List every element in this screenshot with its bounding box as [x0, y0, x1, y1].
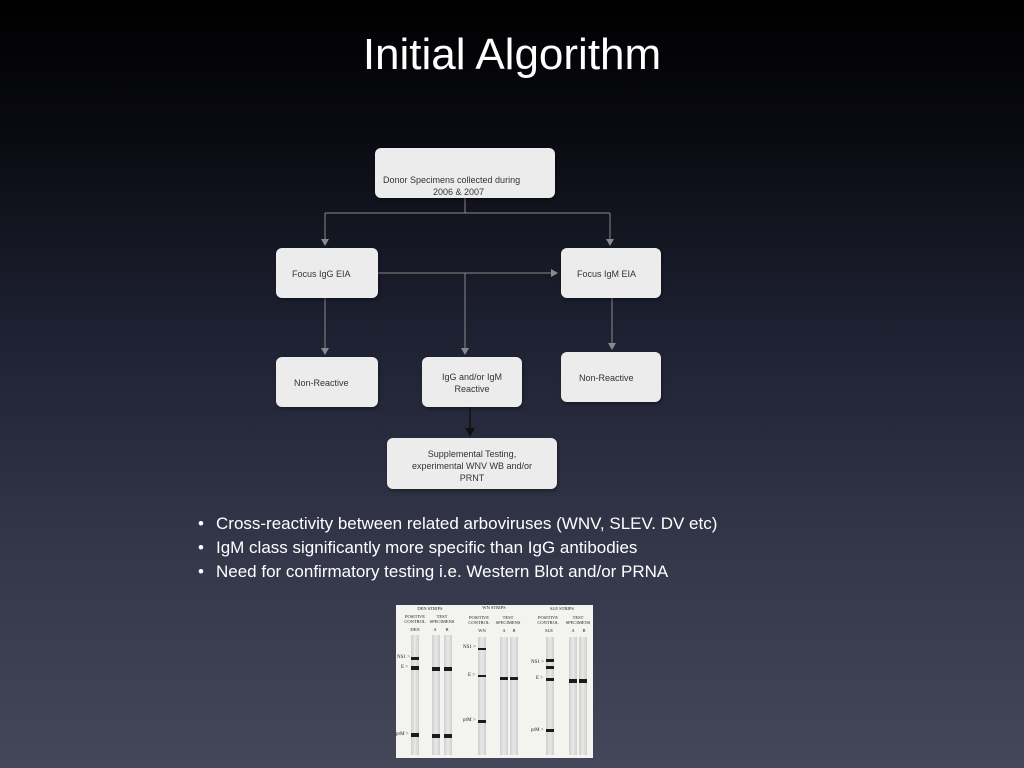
slide-title: Initial Algorithm: [362, 30, 662, 79]
blot-band: [444, 734, 452, 738]
bullet-item: • Need for confirmatory testing i.e. West…: [196, 560, 717, 584]
node-donor-line2: 2006 & 2007: [433, 187, 485, 197]
blot-control-name: WN: [478, 628, 486, 633]
node-igg-eia: Focus IgG EIA: [276, 248, 378, 298]
blot-marker-prm: prM >: [463, 718, 476, 723]
blot-band: [411, 657, 419, 660]
blot-specimen-label: TEST SPECIMENS: [495, 615, 521, 625]
blot-band: [444, 667, 452, 671]
blot-band: [546, 729, 554, 732]
blot-strip: [444, 635, 452, 755]
node-non-reactive-right: Non-Reactive: [561, 352, 661, 402]
blot-band: [546, 678, 554, 681]
blot-specimen-label: TEST SPECIMENS: [429, 614, 455, 624]
western-blot-figure: DEN STRIPS POSITIVE CONTROL TEST SPECIME…: [396, 605, 593, 758]
bullet-dot: •: [198, 514, 204, 533]
blot-panel-title: SLE STRIPS: [550, 606, 574, 611]
node-supplemental-testing: Supplemental Testing, experimental WNV W…: [387, 438, 557, 489]
node-igm-eia: Focus IgM EIA: [561, 248, 661, 298]
blot-marker-ns1: NS1 >: [463, 645, 476, 650]
blot-strip: [510, 637, 518, 755]
blot-lane-b: B: [445, 627, 449, 632]
blot-marker-prm: prM >: [531, 728, 544, 733]
blot-lane-a: A: [571, 628, 575, 633]
blot-panel-title: WN STRIPS: [482, 605, 506, 610]
blot-strip: [500, 637, 508, 755]
bullet-text: IgM class significantly more specific th…: [216, 538, 638, 557]
blot-marker-e: E >: [401, 665, 409, 670]
blot-marker-prm: prM >: [396, 732, 409, 737]
node-donor-specimens: Donor Specimens collected during 2006 & …: [375, 148, 555, 198]
node-donor-line1: Donor Specimens collected during: [383, 175, 521, 185]
blot-specimen-label: TEST SPECIMENS: [565, 615, 591, 625]
blot-lane-a: A: [502, 628, 506, 633]
node-reactive: IgG and/or IgM Reactive: [422, 357, 522, 407]
blot-band: [546, 666, 554, 669]
connector-eia-nonreactive: [321, 298, 616, 355]
blot-strip: [579, 637, 587, 755]
bullet-text: Need for confirmatory testing i.e. Weste…: [216, 562, 669, 581]
blot-strip: [411, 635, 419, 755]
blot-band: [569, 679, 577, 683]
blot-panel-title: DEN STRIPS: [417, 606, 443, 611]
blot-strip: [432, 635, 440, 755]
blot-control-label: POSITIVE CONTROL: [468, 615, 490, 625]
blot-strip: [569, 637, 577, 755]
blot-strip: [546, 637, 554, 755]
node-non-reactive-left: Non-Reactive: [276, 357, 378, 407]
blot-marker-ns1: NS1 >: [397, 655, 410, 660]
blot-lane-b: B: [582, 628, 586, 633]
blot-band: [500, 677, 508, 680]
blot-band: [432, 734, 440, 738]
bullet-item: • Cross-reactivity between related arbovi…: [196, 512, 717, 536]
blot-band: [546, 659, 554, 662]
blot-band: [579, 679, 587, 683]
blot-band: [478, 648, 486, 650]
blot-band: [510, 677, 518, 680]
blot-control-label: POSITIVE CONTROL: [537, 615, 559, 625]
blot-band: [411, 733, 419, 737]
blot-marker-e: E >: [468, 673, 476, 678]
blot-control-name: SLE: [544, 628, 553, 633]
blot-control-label: POSITIVE CONTROL: [404, 614, 426, 624]
blot-lane-a: A: [433, 627, 437, 632]
bullet-dot: •: [198, 562, 204, 581]
blot-marker-ns1: NS1 >: [531, 660, 544, 665]
bullet-list: • Cross-reactivity between related arbovi…: [196, 512, 717, 584]
blot-band: [478, 720, 486, 723]
blot-marker-e: E >: [536, 676, 544, 681]
bullet-text: Cross-reactivity between related arbovir…: [216, 514, 718, 533]
bullet-dot: •: [198, 538, 204, 557]
connector-eia-cross: [378, 269, 558, 355]
bullet-item: • IgM class significantly more specific t…: [196, 536, 717, 560]
blot-band: [411, 666, 419, 670]
blot-lane-b: B: [512, 628, 516, 633]
blot-control-name: DEN: [410, 627, 420, 632]
blot-band: [432, 667, 440, 671]
blot-strip: [478, 637, 486, 755]
blot-band: [478, 675, 486, 677]
